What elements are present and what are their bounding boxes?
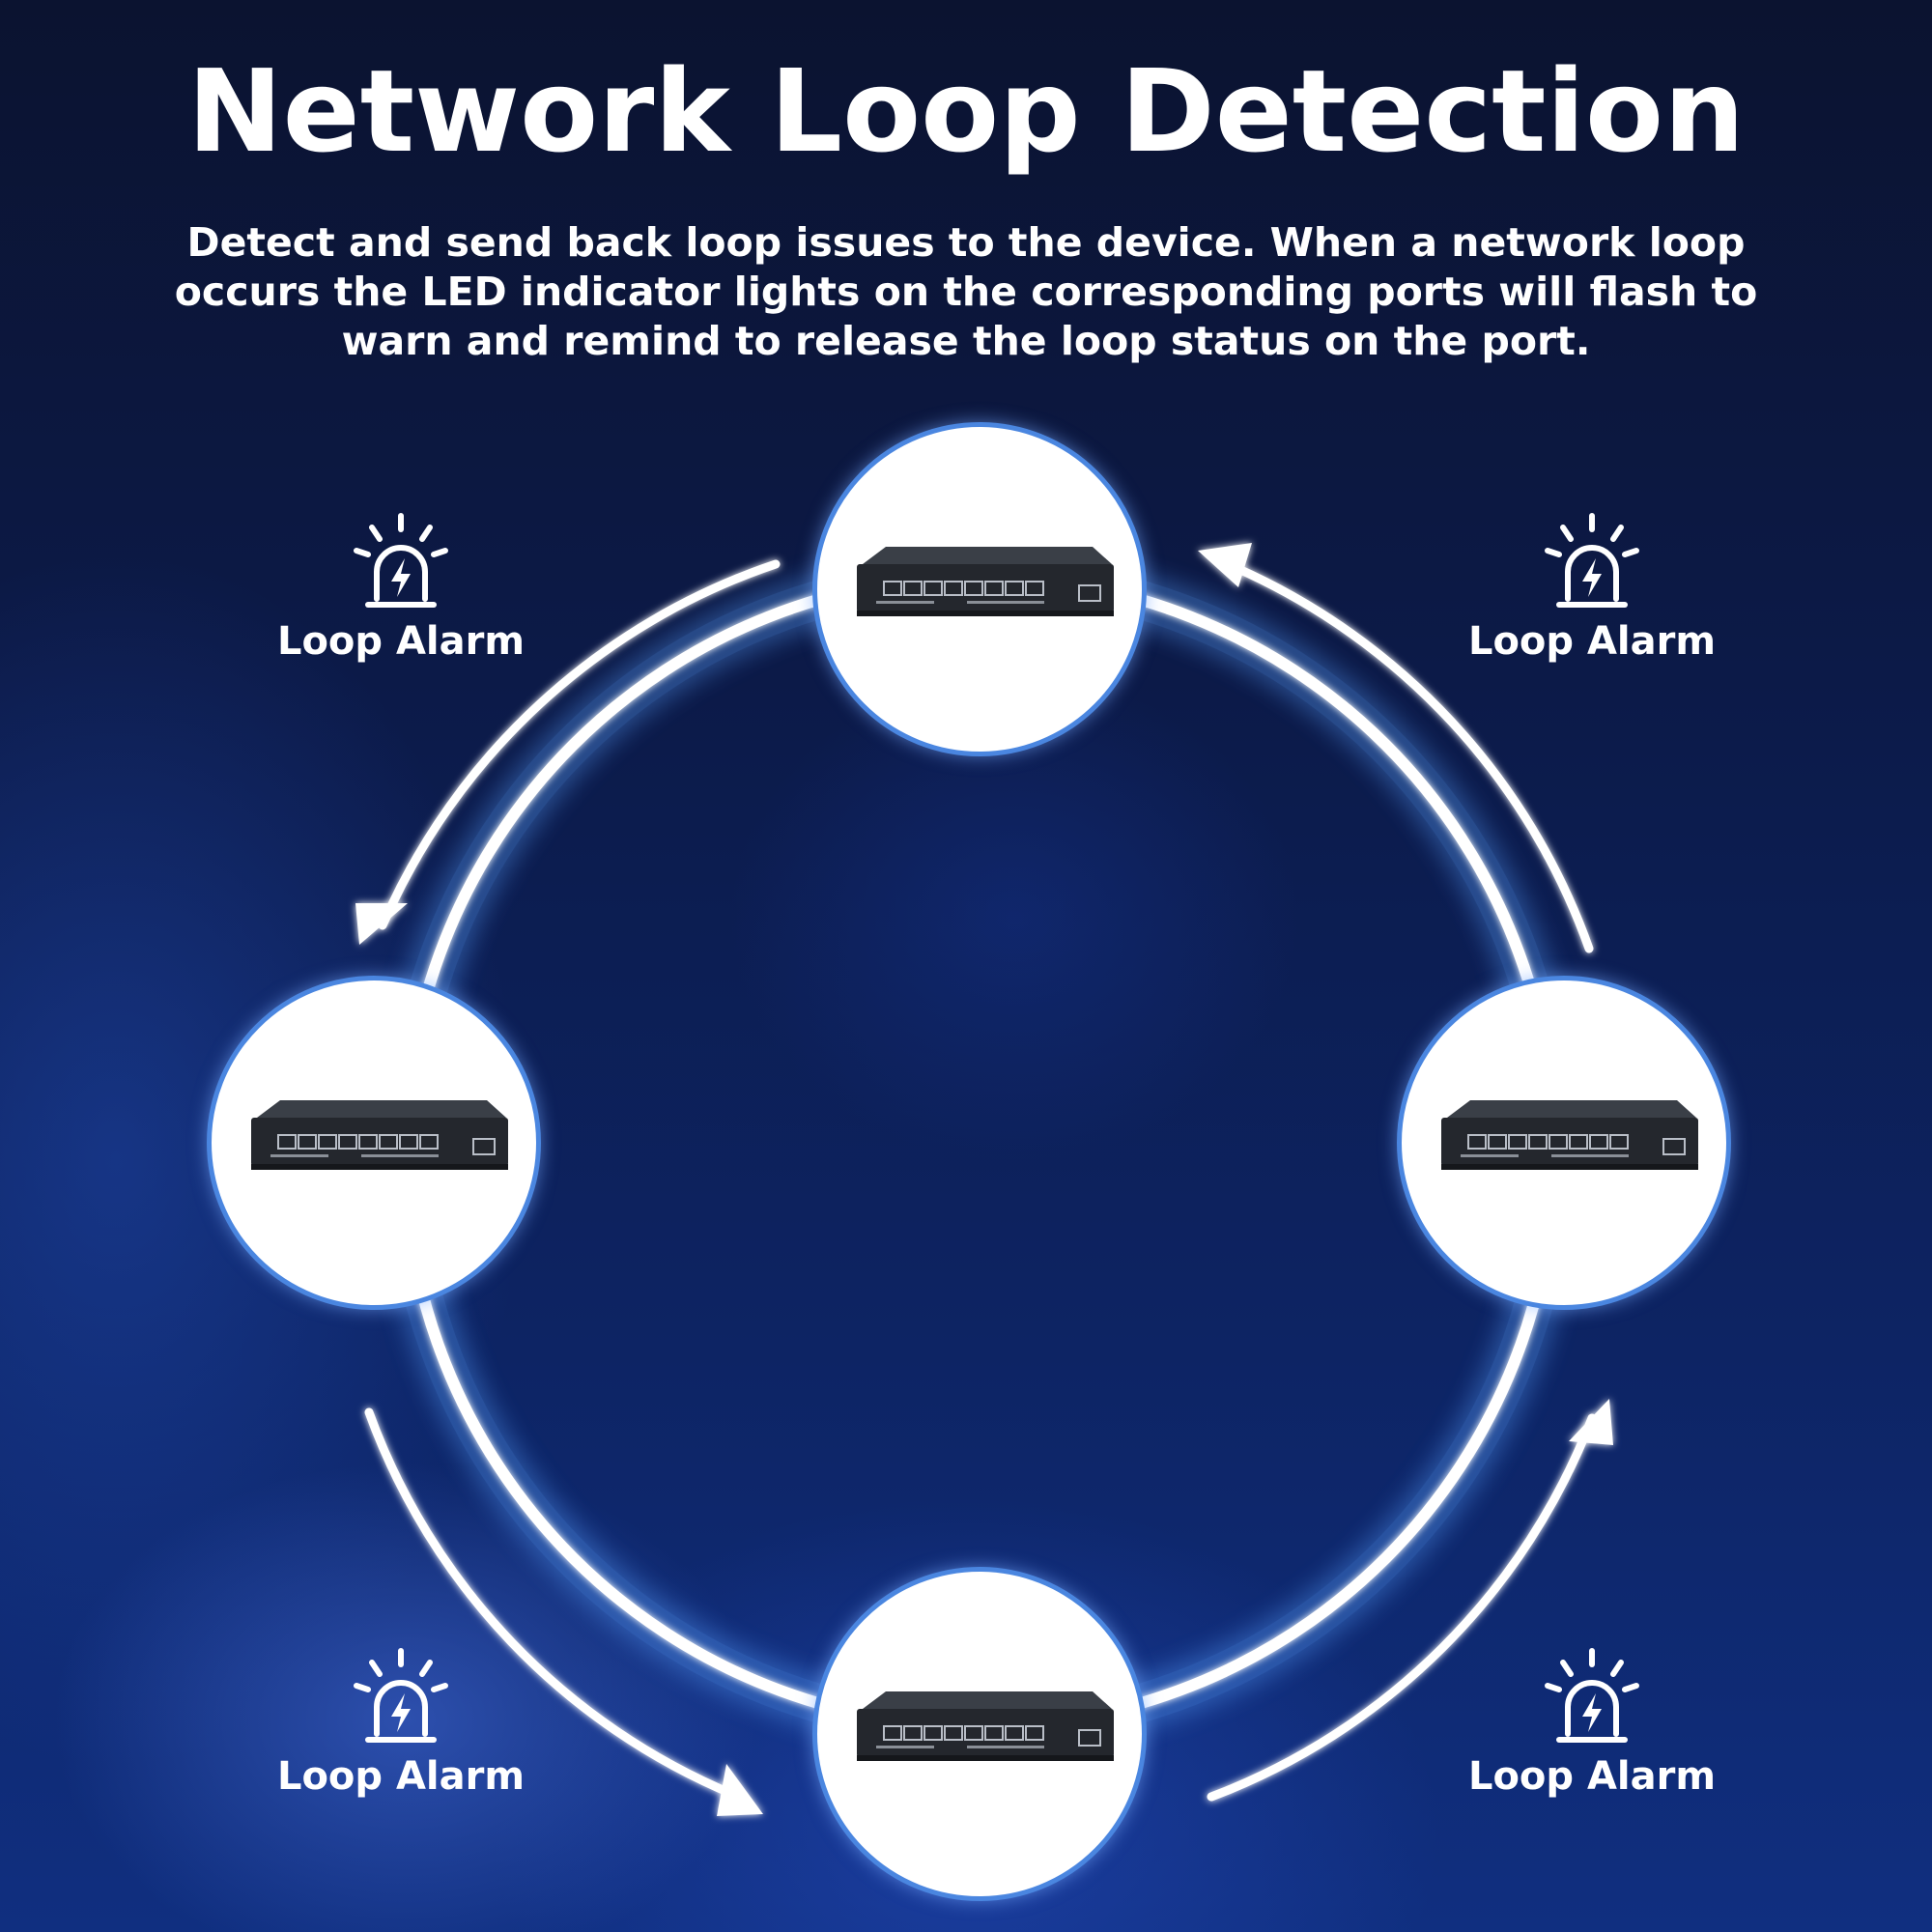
switch-icon: [251, 1100, 508, 1170]
loop-alarm-label: Loop Alarm: [276, 1754, 526, 1799]
loop-alarm-label: Loop Alarm: [276, 619, 526, 664]
switch-node-bottom: [812, 1567, 1147, 1901]
loop-alarm-label: Loop Alarm: [1467, 619, 1717, 664]
loop-alarm-top-right: Loop Alarm: [1447, 512, 1737, 676]
siren-alarm-icon: [354, 513, 448, 608]
siren-alarm-icon: [1545, 1648, 1639, 1743]
arrow-top-to-left: [378, 559, 781, 930]
switch-icon: [1441, 1100, 1698, 1170]
arrow-right-to-top: [1232, 563, 1594, 953]
switch-icon: [857, 1691, 1114, 1761]
switch-node-left: [207, 976, 541, 1310]
siren-alarm-icon: [1545, 513, 1639, 608]
siren-alarm-icon: [354, 1648, 448, 1743]
loop-alarm-top-left: Loop Alarm: [256, 512, 546, 676]
arrowhead-bottom: [717, 1764, 763, 1816]
arrowhead-right: [1569, 1399, 1613, 1445]
switch-node-top: [812, 422, 1147, 756]
loop-alarm-bottom-left: Loop Alarm: [256, 1647, 546, 1811]
switch-node-right: [1397, 976, 1731, 1310]
arrowhead-top: [1198, 543, 1252, 587]
arrow-left-to-bottom: [364, 1407, 739, 1800]
arrowhead-left: [355, 903, 408, 945]
switch-icon: [857, 547, 1114, 616]
flow-arrowheads: [355, 543, 1613, 1816]
flow-arrows: [364, 559, 1597, 1802]
loop-alarm-label: Loop Alarm: [1467, 1754, 1717, 1799]
arrow-bottom-to-right: [1207, 1413, 1597, 1802]
page-title: Network Loop Detection: [186, 44, 1746, 178]
loop-alarm-bottom-right: Loop Alarm: [1447, 1647, 1737, 1811]
page-description: Detect and send back loop issues to the …: [174, 219, 1758, 364]
